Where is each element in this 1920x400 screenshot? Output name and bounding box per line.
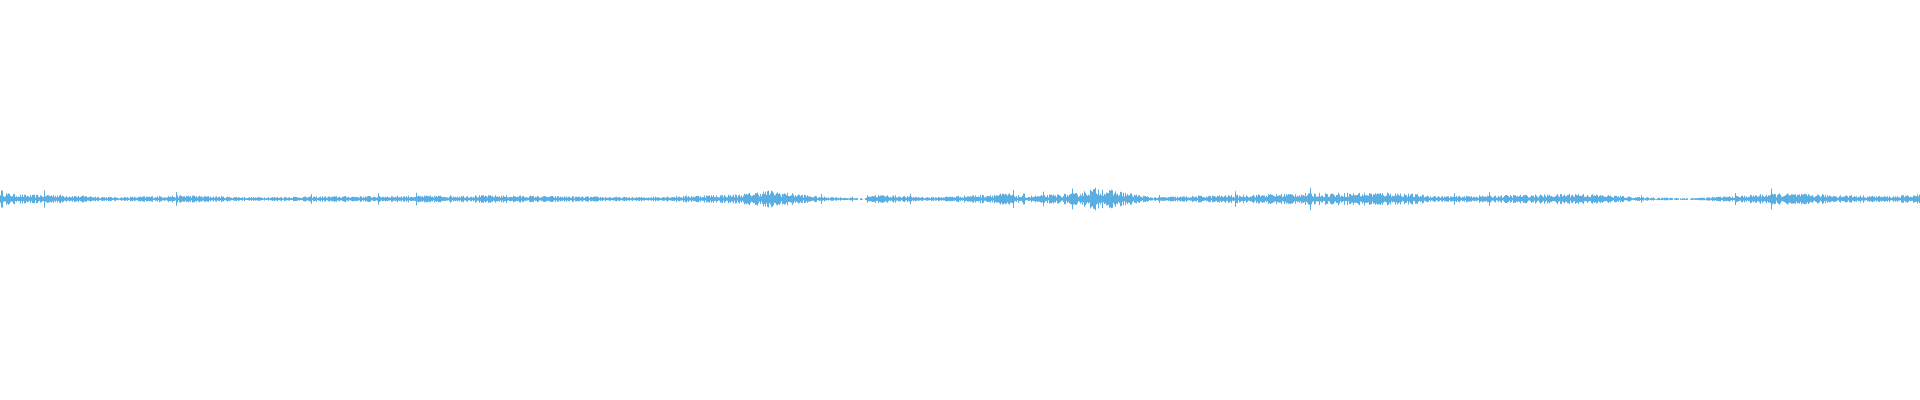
waveform-samples [0, 187, 1920, 211]
waveform-path [0, 187, 1920, 211]
